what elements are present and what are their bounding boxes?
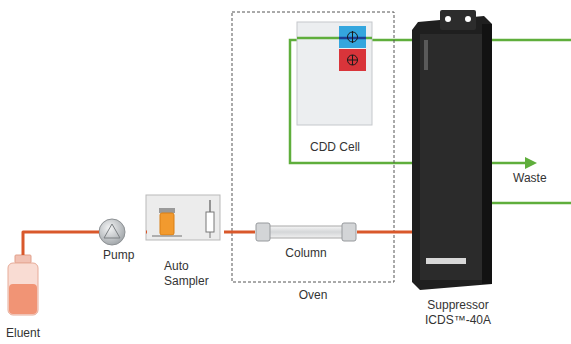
suppressor-side [482, 24, 492, 284]
component-label: CDD Cell [310, 140, 360, 155]
cell-electrode-plus [339, 49, 366, 71]
reservoir-node: Eluent [0, 255, 46, 344]
minus-symbol [348, 32, 358, 42]
cell-inlet [297, 37, 339, 40]
plus-symbol-v [352, 55, 353, 65]
mount-hole [465, 16, 471, 22]
suppressor-node: Suppressor ICDS™-40A [412, 10, 504, 332]
suppressor-body [412, 16, 492, 290]
cell-panel [297, 22, 372, 125]
label-holder: Waste [513, 171, 547, 186]
oven-outline [232, 12, 394, 282]
sampler-node: Auto Sampler [146, 195, 224, 293]
flow-line [357, 231, 412, 234]
flow-line [224, 231, 255, 234]
component-label: Auto Sampler [164, 259, 220, 289]
vial-tray [152, 235, 182, 237]
suppressor-logo-strip [424, 40, 428, 70]
column-fitting [342, 223, 356, 241]
syringe-barrel [206, 212, 214, 232]
bottle-cap [15, 255, 31, 263]
pump-node: Pump [99, 216, 147, 264]
flow-label: Waste [513, 171, 547, 186]
pump-mark [104, 224, 120, 238]
suppressor-plate [426, 258, 466, 264]
detector-cell-node: CDD Cell [297, 22, 373, 154]
component-label: Column [285, 246, 326, 261]
plus-symbol [348, 55, 358, 65]
outlet-line [488, 202, 571, 205]
column-tube [268, 226, 344, 238]
oven-region: Oven CDD CellColumn [232, 12, 394, 308]
syringe-needle [210, 232, 211, 238]
syringe-plunger [209, 200, 211, 212]
bottle-body [8, 263, 38, 315]
column-fitting [256, 223, 270, 241]
cell-outlet [366, 37, 372, 40]
mount-hole [445, 16, 451, 22]
pump-symbol [99, 219, 125, 245]
sample-vial [160, 213, 174, 235]
component-label: Pump [103, 248, 134, 263]
component-label: Oven [299, 288, 328, 303]
column-node: Column [255, 222, 357, 266]
suppressor-front [420, 34, 482, 280]
cell-electrode-minus [339, 26, 366, 48]
minus-symbol-bar [352, 31, 353, 43]
component-label: Suppressor ICDS™-40A [416, 298, 500, 328]
component-label: Eluent [6, 326, 40, 341]
waste-arrowhead [525, 157, 537, 169]
flow-line [23, 232, 99, 255]
eluent-liquid [9, 284, 37, 314]
suppressor-tab [440, 10, 476, 30]
sampler-housing [146, 195, 220, 240]
vial-cap [159, 208, 175, 213]
flow-line [146, 231, 147, 234]
